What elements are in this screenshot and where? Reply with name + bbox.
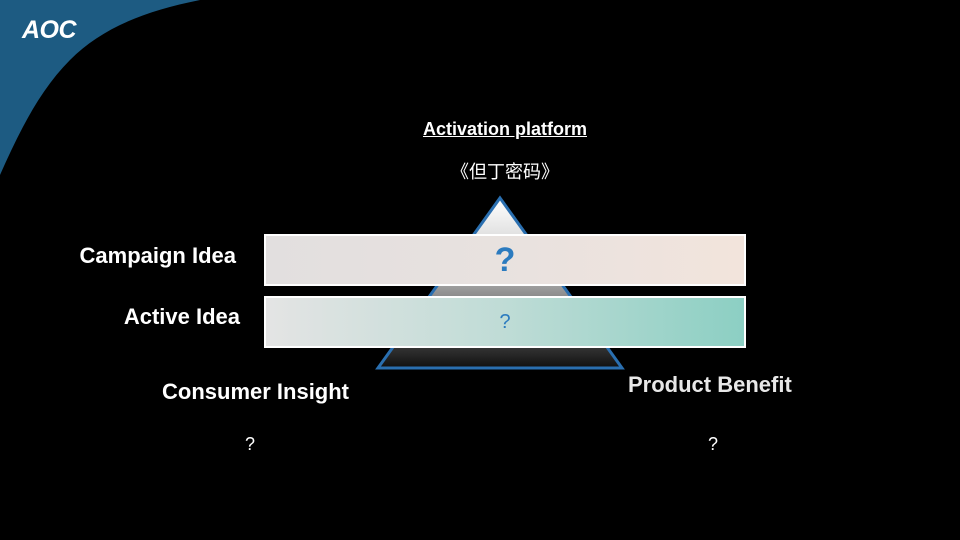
active-idea-label: Active Idea: [123, 304, 240, 329]
active-idea-box: ?: [264, 296, 746, 348]
campaign-idea-value: ?: [494, 241, 516, 279]
aoc-logo: AOC: [22, 16, 77, 44]
consumer-insight-value: ?: [245, 434, 256, 454]
active-idea-value: ?: [499, 311, 511, 333]
product-benefit-value: ?: [708, 434, 719, 454]
activation-platform-title: Activation platform: [422, 119, 587, 139]
product-benefit-label: Product Benefit: [628, 372, 792, 397]
activation-platform-name: 《但丁密码》: [451, 162, 559, 183]
campaign-idea-box: ?: [264, 234, 746, 286]
corner-decoration: [0, 0, 200, 175]
consumer-insight-label: Consumer Insight: [162, 379, 350, 404]
campaign-idea-label: Campaign Idea: [79, 243, 236, 268]
